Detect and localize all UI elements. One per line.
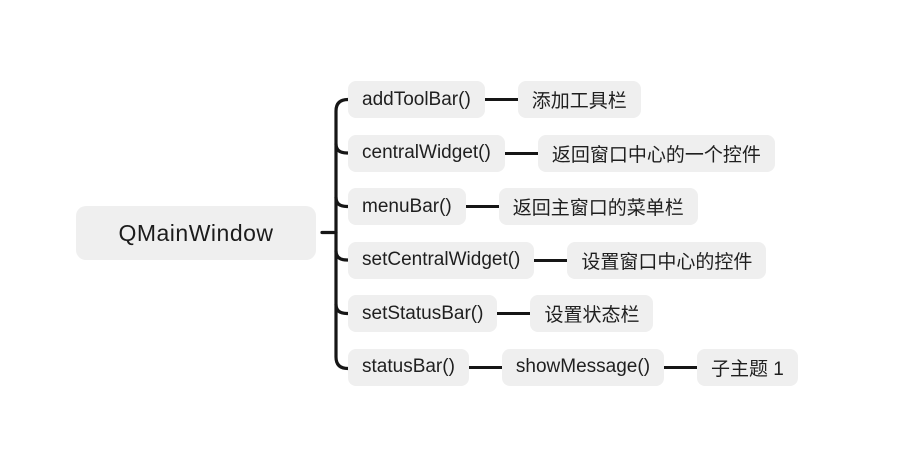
branch-link-line (504, 151, 538, 155)
topic-node[interactable]: setStatusBar() (348, 295, 498, 332)
topic-node[interactable]: 添加工具栏 (517, 81, 641, 118)
topic-node[interactable]: 返回窗口中心的一个控件 (537, 134, 775, 172)
root-node-qmainwindow[interactable]: QMainWindow (76, 206, 316, 260)
topic-node[interactable]: 设置状态栏 (530, 295, 654, 332)
branch-link-line (534, 258, 568, 262)
topic-node[interactable]: showMessage() (501, 348, 665, 386)
topic-node[interactable]: setCentralWidget() (348, 241, 535, 279)
connector-lines (320, 97, 351, 371)
branch-row: centralWidget() 返回窗口中心的一个控件 (348, 134, 775, 172)
branch-row: setStatusBar() 设置状态栏 (348, 295, 654, 332)
branch-link-line (465, 205, 499, 208)
topic-node[interactable]: 返回主窗口的菜单栏 (498, 188, 698, 225)
branch-link-line (468, 365, 502, 369)
topic-node[interactable]: menuBar() (348, 188, 466, 225)
branch-link-line (664, 365, 698, 369)
branch-row: statusBar() showMessage() 子主题 1 (348, 348, 798, 386)
topic-node[interactable]: 子主题 1 (697, 348, 798, 386)
topic-node[interactable]: 设置窗口中心的控件 (567, 241, 767, 279)
branch-link-line (497, 312, 531, 315)
topic-node[interactable]: addToolBar() (348, 81, 485, 118)
branch-row: menuBar() 返回主窗口的菜单栏 (348, 188, 698, 225)
topic-node[interactable]: statusBar() (348, 348, 469, 386)
topic-node[interactable]: centralWidget() (348, 134, 505, 172)
branch-row: addToolBar() 添加工具栏 (348, 81, 641, 118)
branch-link-line (484, 98, 518, 101)
branch-row: setCentralWidget() 设置窗口中心的控件 (348, 241, 767, 279)
